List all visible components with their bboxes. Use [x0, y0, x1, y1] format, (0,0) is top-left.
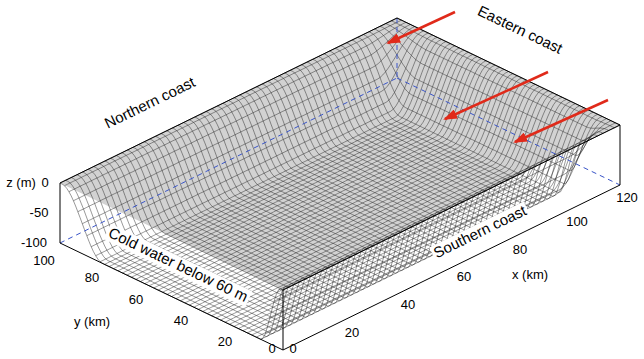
axis-tick: -50 [30, 206, 49, 220]
axis-tick: 100 [566, 215, 588, 229]
axis-tick: 0 [289, 342, 296, 356]
axis-title: x (km) [512, 268, 548, 282]
axis-tick: 40 [401, 298, 415, 312]
box-axes [60, 18, 620, 350]
axis-title: y (km) [74, 315, 110, 329]
axis-tick: 20 [345, 326, 359, 340]
axis-tick: 0 [268, 342, 275, 356]
axis-tick: 20 [218, 335, 232, 349]
axis-tick: 0 [41, 176, 48, 190]
axis-tick: 40 [174, 314, 188, 328]
coast-label: Eastern coast [475, 3, 565, 58]
axis-tick: 60 [129, 293, 143, 307]
axis-tick: -100 [21, 236, 47, 250]
axis-tick: 60 [457, 270, 471, 284]
hidden-edges [60, 18, 620, 243]
axis-tick: 80 [513, 243, 527, 257]
axis-tick: 100 [33, 254, 55, 268]
axis-title: z (m) [6, 176, 36, 190]
axis-tick: 120 [616, 191, 638, 205]
bathymetry-mesh [60, 18, 620, 339]
axis-tick: 80 [85, 271, 99, 285]
wind-arrows [388, 12, 608, 142]
